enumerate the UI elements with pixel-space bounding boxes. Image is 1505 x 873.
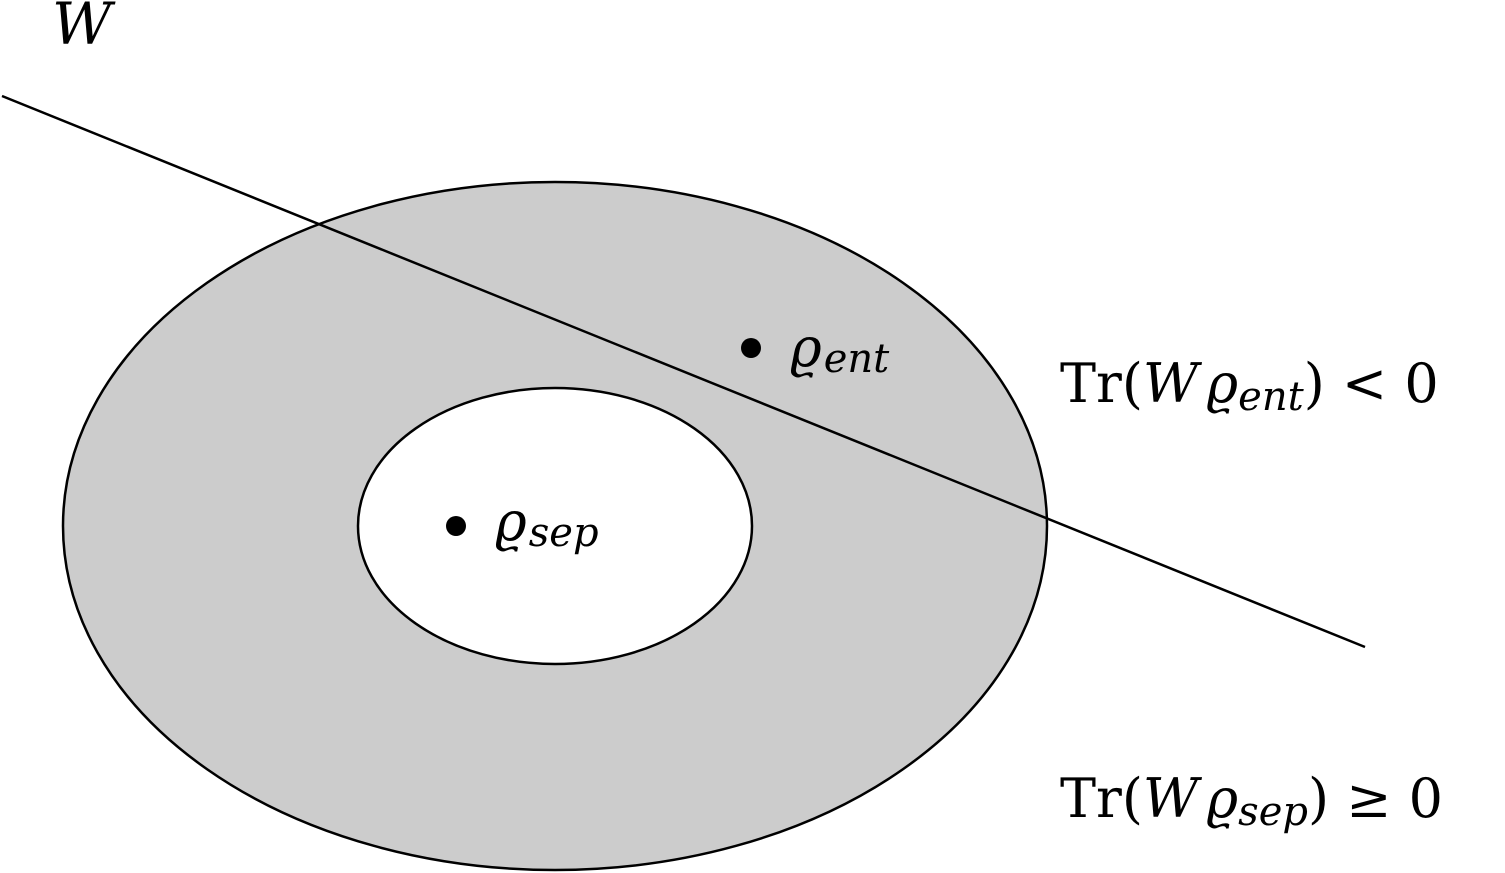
witness-hyperplane-line [1,94,1366,649]
entangled-state-symbol: ϱ [790,316,822,379]
entangled-condition-symbol: ϱ [1206,352,1238,415]
witness-label: W [52,0,116,58]
entangled-state-subscript: ent [824,336,890,382]
separable-state-label: ϱsep [495,490,599,556]
separable-state-symbol: ϱ [495,490,527,553]
separable-condition-subscript: sep [1238,789,1308,835]
entangled-condition-subscript: ent [1238,374,1304,420]
separable-states-set [356,386,754,666]
separable-condition-operator: W [1143,767,1203,830]
separable-state-point [446,516,466,536]
separable-condition-suffix: ) ≥ 0 [1308,767,1443,830]
separable-condition-symbol: ϱ [1206,767,1238,830]
entangled-condition-operator: W [1143,352,1203,415]
entangled-state-point [741,338,761,358]
entangled-condition-suffix: ) < 0 [1304,352,1439,415]
entangled-state-label: ϱent [790,316,890,382]
separable-condition-prefix: Tr( [1060,767,1143,830]
separable-state-subscript: sep [529,510,599,556]
entangled-condition-prefix: Tr( [1060,352,1143,415]
